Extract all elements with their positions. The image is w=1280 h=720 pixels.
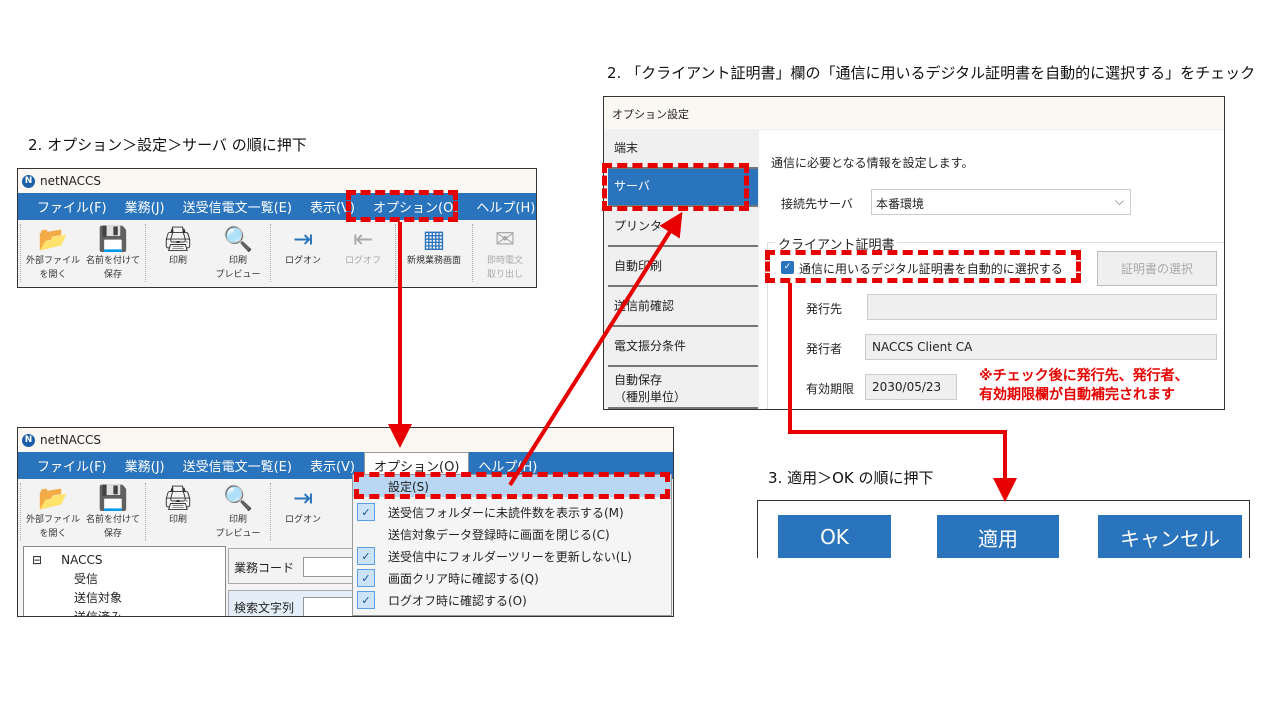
window-title: netNACCS: [40, 433, 102, 447]
apply-button[interactable]: 適用: [937, 515, 1059, 558]
folder-tree: ⊟ NACCS 受信 送信対象 送信済み: [23, 546, 226, 617]
cancel-button[interactable]: キャンセル: [1098, 515, 1242, 558]
nav-pre-send-confirm[interactable]: 送信前確認: [608, 289, 758, 327]
highlight-settings-item: [354, 472, 670, 499]
check-icon: ✓: [357, 591, 375, 609]
menu-file[interactable]: ファイル(F): [37, 201, 107, 216]
issuer-label: 発行者: [806, 342, 843, 356]
print-button[interactable]: 🖨印刷: [148, 483, 208, 527]
logon-button[interactable]: ⇥ログオン: [273, 224, 333, 268]
business-code-panel: 業務コード: [228, 548, 363, 584]
grid-icon: ▦: [422, 225, 446, 253]
auto-select-checkbox[interactable]: ✓: [781, 261, 794, 274]
mail-icon: ✉: [494, 225, 516, 253]
toolbar: 📂外部ファイルを開く 💾名前を付けて保存 🖨印刷 🔍印刷プレビュー ⇥ログオン …: [18, 220, 536, 286]
nav-printer[interactable]: プリンタ: [608, 209, 758, 247]
nav-auto-print[interactable]: 自動印刷: [608, 249, 758, 287]
server-label: 接続先サーバ: [781, 197, 853, 211]
collapse-icon[interactable]: ⊟: [32, 553, 43, 567]
highlight-server-nav: [602, 163, 749, 211]
new-business-screen-button[interactable]: ▦新規業務画面: [398, 224, 470, 268]
printer-icon: 🖨: [162, 225, 194, 253]
tree-item-sent[interactable]: 送信済み: [74, 610, 123, 617]
check-icon: ✓: [357, 547, 375, 565]
menu-item-no-tree-update[interactable]: ✓送受信中にフォルダーツリーを更新しない(L): [353, 545, 671, 567]
retrieve-message-button[interactable]: ✉即時電文取り出し: [475, 224, 535, 282]
menu-view[interactable]: 表示(V): [309, 460, 356, 475]
save-icon: 💾: [98, 225, 128, 253]
server-select[interactable]: 本番環境⌵: [871, 189, 1131, 215]
ok-button[interactable]: OK: [778, 515, 891, 558]
client-cert-group: [767, 242, 1224, 409]
chevron-down-icon: ⌵: [1114, 194, 1124, 208]
netnaccs-logo-icon: N: [22, 433, 35, 447]
menu-item-close-on-register[interactable]: 送信対象データ登録時に画面を閉じる(C): [388, 527, 610, 542]
step2a-caption: 2. オプション＞設定＞サーバ の順に押下: [28, 136, 307, 154]
folder-icon: 📂: [38, 484, 68, 512]
highlight-options-menu: [346, 190, 458, 222]
menu-business[interactable]: 業務(J): [124, 201, 165, 216]
preview-icon: 🔍: [223, 484, 253, 512]
intro-text: 通信に必要となる情報を設定します。: [771, 156, 974, 170]
auto-select-label[interactable]: 通信に用いるデジタル証明書を自動的に選択する: [799, 262, 1063, 276]
nav-terminal[interactable]: 端末: [608, 131, 758, 169]
print-button[interactable]: 🖨印刷: [148, 224, 208, 268]
step2b-caption: 2. 「クライアント証明書」欄の「通信に用いるデジタル証明書を自動的に選択する」…: [607, 64, 1256, 82]
tree-item-inbox[interactable]: 受信: [74, 572, 99, 586]
printer-icon: 🖨: [162, 484, 194, 512]
issuer-field: NACCS Client CA: [865, 334, 1217, 360]
check-icon: ✓: [357, 569, 375, 587]
expiry-field: 2030/05/23: [865, 374, 957, 400]
menu-messages[interactable]: 送受信電文一覧(E): [182, 460, 292, 475]
preview-icon: 🔍: [223, 225, 253, 253]
open-external-file-button[interactable]: 📂外部ファイルを開く: [23, 224, 83, 282]
nav-message-sorting[interactable]: 電文振分条件: [608, 329, 758, 367]
save-as-button[interactable]: 💾名前を付けて保存: [83, 224, 143, 282]
highlight-auto-select: [765, 250, 1081, 283]
folder-icon: 📂: [38, 225, 68, 253]
menu-view[interactable]: 表示(V): [309, 201, 356, 216]
menu-business[interactable]: 業務(J): [124, 460, 165, 475]
save-icon: 💾: [98, 484, 128, 512]
logon-icon: ⇥: [292, 484, 314, 512]
netnaccs-logo-icon: N: [22, 174, 35, 188]
dialog-buttons-panel: OK 適用 キャンセル: [757, 500, 1250, 558]
print-preview-button[interactable]: 🔍印刷プレビュー: [208, 224, 268, 282]
print-preview-button[interactable]: 🔍印刷プレビュー: [208, 483, 268, 541]
logon-button[interactable]: ⇥ログオン: [273, 483, 333, 527]
menu-help[interactable]: ヘルプ(H): [476, 201, 536, 216]
save-as-button[interactable]: 💾名前を付けて保存: [83, 483, 143, 541]
menu-item-confirm-clear[interactable]: ✓画面クリア時に確認する(Q): [353, 567, 671, 589]
menu-item-confirm-logoff[interactable]: ✓ログオフ時に確認する(O): [353, 589, 671, 611]
menu-bar: ファイル(F) 業務(J) 送受信電文一覧(E) 表示(V) オプション(O) …: [18, 193, 536, 220]
open-external-file-button[interactable]: 📂外部ファイルを開く: [23, 483, 83, 541]
dialog-title: オプション設定: [604, 97, 1224, 129]
annotation-note: ※チェック後に発行先、発行者、有効期限欄が自動補完されます: [979, 368, 1189, 403]
tree-root[interactable]: NACCS: [61, 553, 103, 567]
menu-options[interactable]: オプション(O): [373, 201, 459, 216]
check-icon: ✓: [357, 503, 375, 521]
client-cert-heading: クライアント証明書: [775, 234, 898, 253]
logon-icon: ⇥: [292, 225, 314, 253]
window-title: netNACCS: [40, 174, 102, 188]
logoff-button[interactable]: ⇤ログオフ: [333, 224, 393, 268]
search-panel: 検索文字列: [228, 590, 363, 616]
menu-file[interactable]: ファイル(F): [37, 460, 107, 475]
nav-auto-save[interactable]: 自動保存（種別単位）: [608, 369, 758, 409]
issued-to-field: [867, 294, 1217, 320]
menu-messages[interactable]: 送受信電文一覧(E): [182, 201, 292, 216]
issued-to-label: 発行先: [806, 302, 843, 316]
select-certificate-button[interactable]: 証明書の選択: [1097, 251, 1217, 286]
logoff-icon: ⇤: [352, 225, 374, 253]
menu-item-show-unread[interactable]: ✓送受信フォルダーに未読件数を表示する(M): [353, 501, 671, 523]
tree-item-outbox[interactable]: 送信対象: [74, 591, 123, 605]
step3-caption: 3. 適用＞OK の順に押下: [768, 469, 934, 487]
expiry-label: 有効期限: [806, 382, 855, 396]
